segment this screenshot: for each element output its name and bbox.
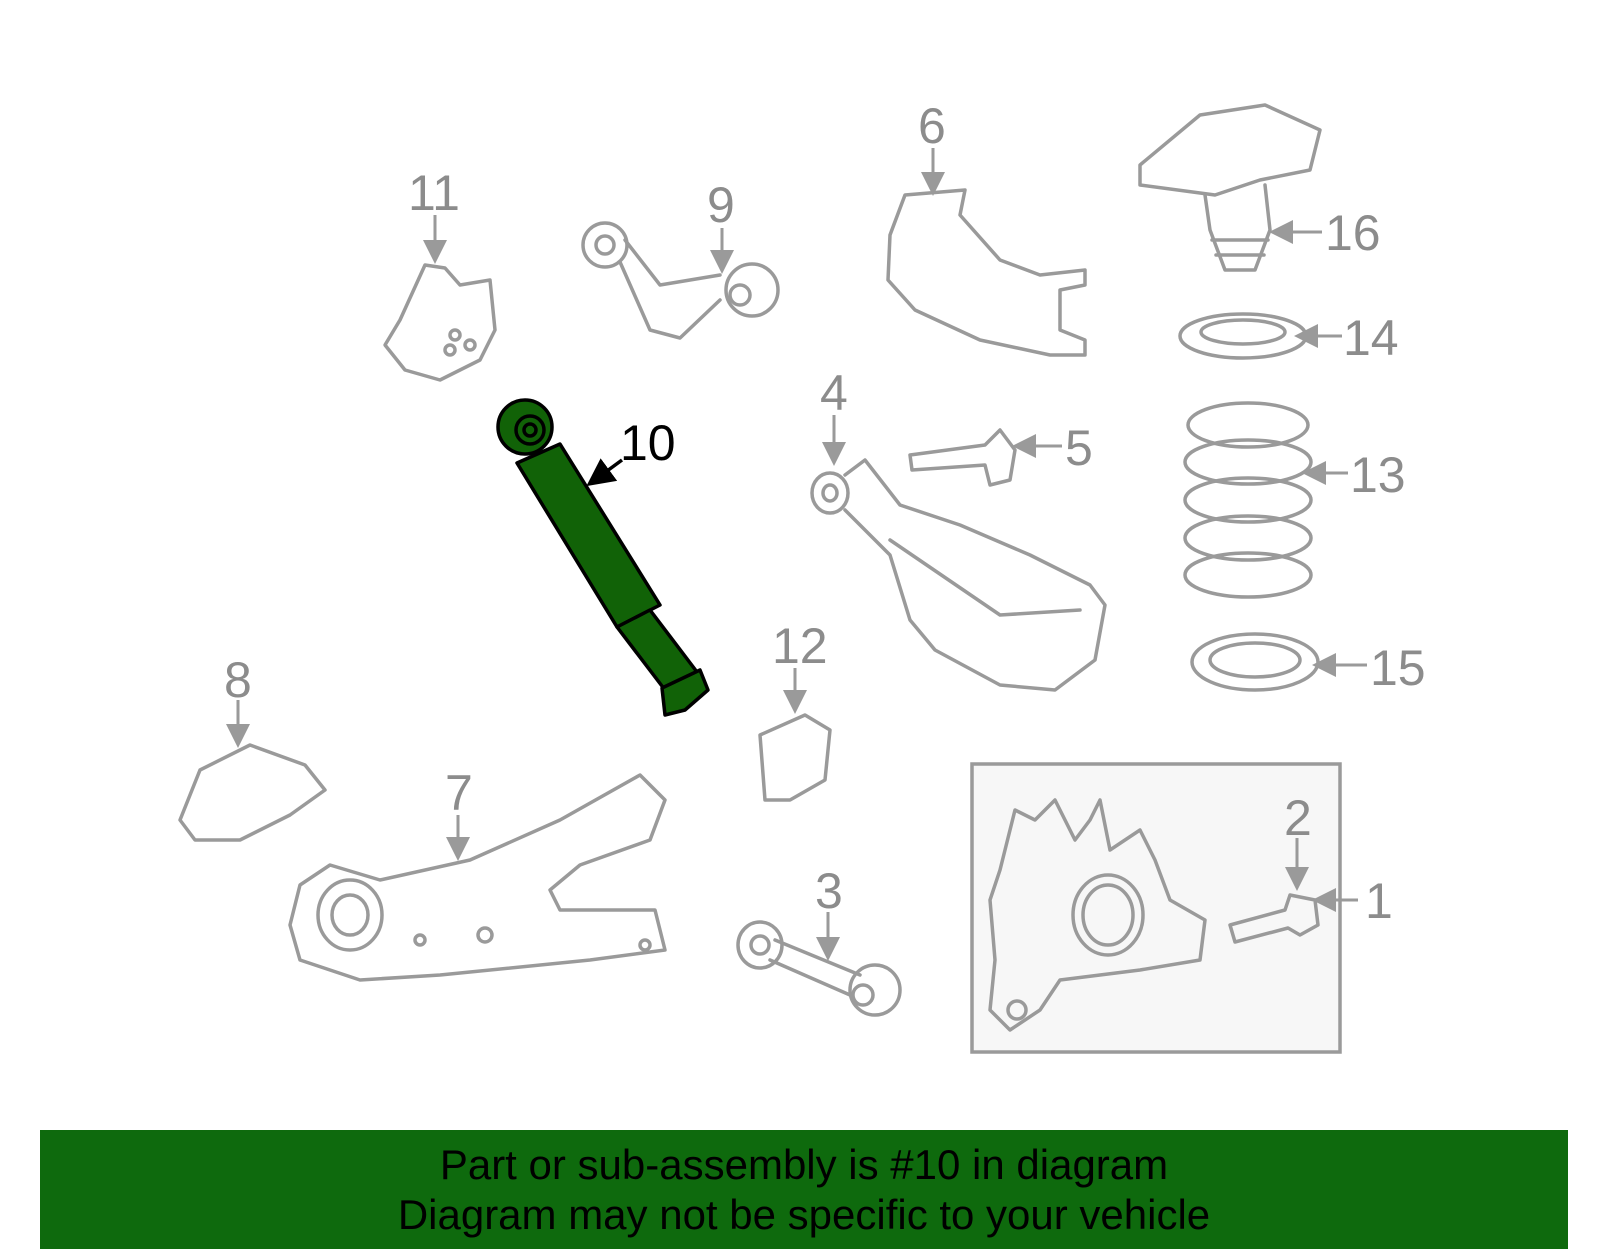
part-11-bracket[interactable]: [383, 263, 497, 382]
callout-16: 16: [1325, 205, 1381, 261]
banner-line-1: Part or sub-assembly is #10 in diagram: [439, 1141, 1169, 1188]
callout-7: 7: [445, 765, 473, 821]
part-2-bolt[interactable]: [1228, 893, 1320, 944]
callout-2: 2: [1284, 790, 1312, 846]
part-9-upper-arm[interactable]: [581, 221, 780, 340]
part-13-coil-spring[interactable]: [1183, 401, 1313, 599]
callout-1: 1: [1365, 873, 1393, 929]
part-14-spring-seat[interactable]: [1178, 312, 1308, 360]
part-10-shock-absorber[interactable]: [496, 398, 710, 717]
banner-line-2: Diagram may not be specific to your vehi…: [397, 1191, 1211, 1238]
part-6-shield[interactable]: [886, 188, 1087, 357]
callout-13: 13: [1350, 447, 1406, 503]
callout-11: 11: [408, 165, 460, 221]
part-5-bolt[interactable]: [908, 428, 1017, 487]
callout-9: 9: [707, 177, 735, 233]
info-banner: Part or sub-assembly is #10 in diagram D…: [40, 1130, 1568, 1249]
callout-5: 5: [1065, 420, 1093, 476]
part-8-cover[interactable]: [178, 743, 327, 842]
callout-12: 12: [772, 618, 828, 674]
callout-8: 8: [224, 652, 252, 708]
part-15-insulator[interactable]: [1190, 632, 1320, 692]
callout-arrows: [226, 148, 1367, 961]
callout-6: 6: [918, 98, 946, 154]
callout-14: 14: [1343, 310, 1399, 366]
part-3-lateral-link[interactable]: [736, 920, 902, 1017]
part-4-lower-arm[interactable]: [810, 458, 1107, 692]
callout-3: 3: [815, 863, 843, 919]
part-1-assembly-box: [970, 762, 1342, 1054]
part-7-trailing-arm[interactable]: [288, 773, 667, 982]
part-1-knuckle[interactable]: [988, 798, 1207, 1032]
callout-10: 10: [620, 415, 676, 471]
part-12-bracket[interactable]: [758, 713, 832, 802]
callout-15: 15: [1370, 640, 1426, 696]
callout-4: 4: [820, 365, 848, 421]
part-16-upper-mount[interactable]: [1138, 103, 1322, 272]
